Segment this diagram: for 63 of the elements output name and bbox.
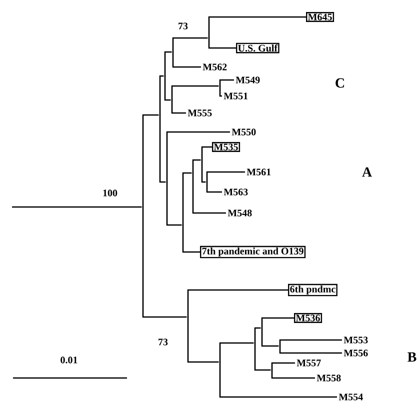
tree-branch: [164, 76, 171, 101]
tree-branch: [142, 114, 159, 207]
tree-branch: [206, 182, 222, 193]
tree-branch: [182, 172, 192, 225]
clade-letter: C: [336, 78, 344, 88]
taxon-label: M555: [188, 110, 212, 116]
taxon-label: M561: [246, 168, 271, 176]
taxon-label: M557: [296, 360, 321, 366]
clade-letter: B: [408, 352, 416, 362]
tree-branch: [271, 362, 295, 370]
taxon-label: M558: [316, 374, 341, 382]
tree-branch: [219, 362, 337, 398]
tree-branch: [187, 317, 219, 363]
tree-branch: [159, 115, 166, 183]
tree-branch: [254, 343, 271, 371]
tree-branch: [182, 225, 200, 253]
tree-branch: [261, 328, 279, 347]
tree-branch: [201, 146, 212, 160]
boxed-taxon-label: U.S. Gulf: [236, 42, 280, 54]
tree-branch: [279, 339, 342, 346]
taxon-label: M551: [224, 92, 248, 100]
boxed-taxon-label: M535: [212, 142, 240, 152]
tree-branch: [206, 171, 245, 182]
tree-branch: [12, 206, 142, 208]
tree-branch: [219, 86, 222, 97]
tree-branch: [164, 51, 172, 76]
taxon-label: M553: [344, 336, 368, 344]
tree-branch: [142, 207, 187, 318]
tree-branch: [261, 317, 294, 328]
taxon-label: M548: [228, 210, 252, 216]
tree-branch: [192, 159, 201, 173]
boxed-taxon-label: 6th pndmc: [288, 284, 338, 296]
tree-branch: [166, 182, 182, 226]
tree-branch: [172, 52, 201, 68]
tree-branch: [166, 131, 230, 182]
bootstrap-value: 73: [178, 22, 188, 30]
taxon-label: M549: [236, 76, 260, 84]
boxed-taxon-label: M536: [294, 313, 322, 323]
tree-branch: [171, 85, 219, 100]
tree-branch: [172, 37, 208, 52]
tree-branch: [201, 160, 206, 183]
tree-branch: [279, 346, 342, 354]
taxon-label: M550: [232, 128, 256, 136]
taxon-label: M563: [224, 188, 248, 196]
tree-branch: [208, 38, 236, 49]
tree-branch: [219, 342, 254, 362]
taxon-label: M562: [202, 64, 227, 70]
boxed-taxon-label: M645: [306, 12, 334, 22]
bootstrap-value: 73: [158, 338, 168, 346]
clade-letter: A: [362, 167, 372, 177]
tree-branch: [171, 100, 186, 114]
taxon-label: M556: [344, 350, 368, 356]
scale-bar-label: 0.01: [60, 356, 78, 364]
bootstrap-value: 100: [103, 190, 118, 196]
tree-branch: [219, 79, 234, 86]
tree-branch: [159, 75, 164, 115]
tree-branch: [271, 370, 315, 379]
taxon-label: M554: [338, 394, 363, 400]
boxed-taxon-label: 7th pandemic and O139: [200, 246, 306, 258]
tree-branch: [187, 289, 288, 317]
tree-branch: [254, 327, 261, 343]
tree-branch: [208, 16, 306, 38]
tree-branch: [192, 173, 226, 214]
